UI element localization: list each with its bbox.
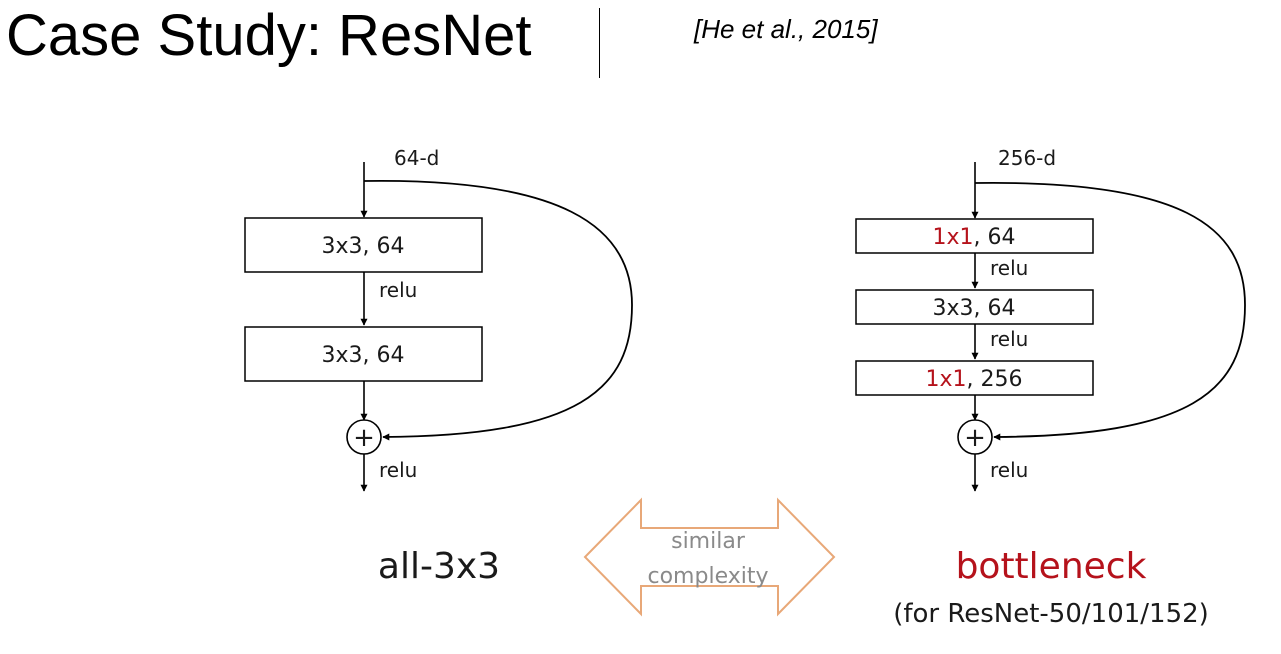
addition-symbol: + — [353, 423, 375, 453]
conv-layer-1 — [244, 217, 483, 273]
complexity-label: complexity — [648, 564, 769, 589]
conv-layer-1-label: 3x3, 64 — [322, 234, 405, 259]
text-cursor — [599, 8, 600, 78]
conv-3x3-label: 3x3, 64 — [933, 296, 1016, 321]
addition-symbol: + — [964, 423, 986, 453]
conv-layer-2-label: 3x3, 64 — [322, 343, 405, 368]
similar-complexity-arrow: similar complexity — [583, 497, 836, 617]
skip-connection — [363, 180, 633, 441]
relu-label-2: relu — [990, 327, 1028, 351]
relu-label-out: relu — [379, 458, 417, 482]
relu-label-1: relu — [379, 278, 417, 302]
caption-resnet-variants: (for ResNet-50/101/152) — [893, 599, 1209, 629]
input-dim-label: 256-d — [998, 146, 1056, 170]
caption-all-3x3: all-3x3 — [378, 546, 500, 587]
conv-1x1-reduce — [855, 218, 1094, 254]
caption-bottleneck: bottleneck — [956, 546, 1147, 587]
citation: [He et al., 2015] — [694, 14, 878, 44]
conv-1x1-expand-label: 1x1, 256 — [926, 367, 1023, 392]
kernel-1x1: 1x1 — [926, 367, 967, 392]
conv-1x1-reduce-label: 1x1, 64 — [933, 225, 1016, 250]
skip-connection — [974, 182, 1246, 441]
similar-label: similar — [671, 529, 746, 554]
conv-layer-2 — [244, 326, 483, 382]
channels-64: , 64 — [974, 225, 1016, 250]
input-dim-label: 64-d — [394, 146, 439, 170]
channels-256: , 256 — [967, 367, 1023, 392]
double-headed-arrow — [583, 497, 836, 617]
relu-label-out: relu — [990, 458, 1028, 482]
slide-title: Case Study: ResNet — [6, 3, 532, 68]
bottleneck-residual-block: 256-d 1x1, 64 relu 3x3, 64 relu 1x1, 256… — [855, 146, 1246, 629]
relu-label-1: relu — [990, 256, 1028, 280]
plain-residual-block: 64-d 3x3, 64 relu 3x3, 64 + relu all-3x3 — [244, 146, 633, 587]
kernel-1x1: 1x1 — [933, 225, 974, 250]
